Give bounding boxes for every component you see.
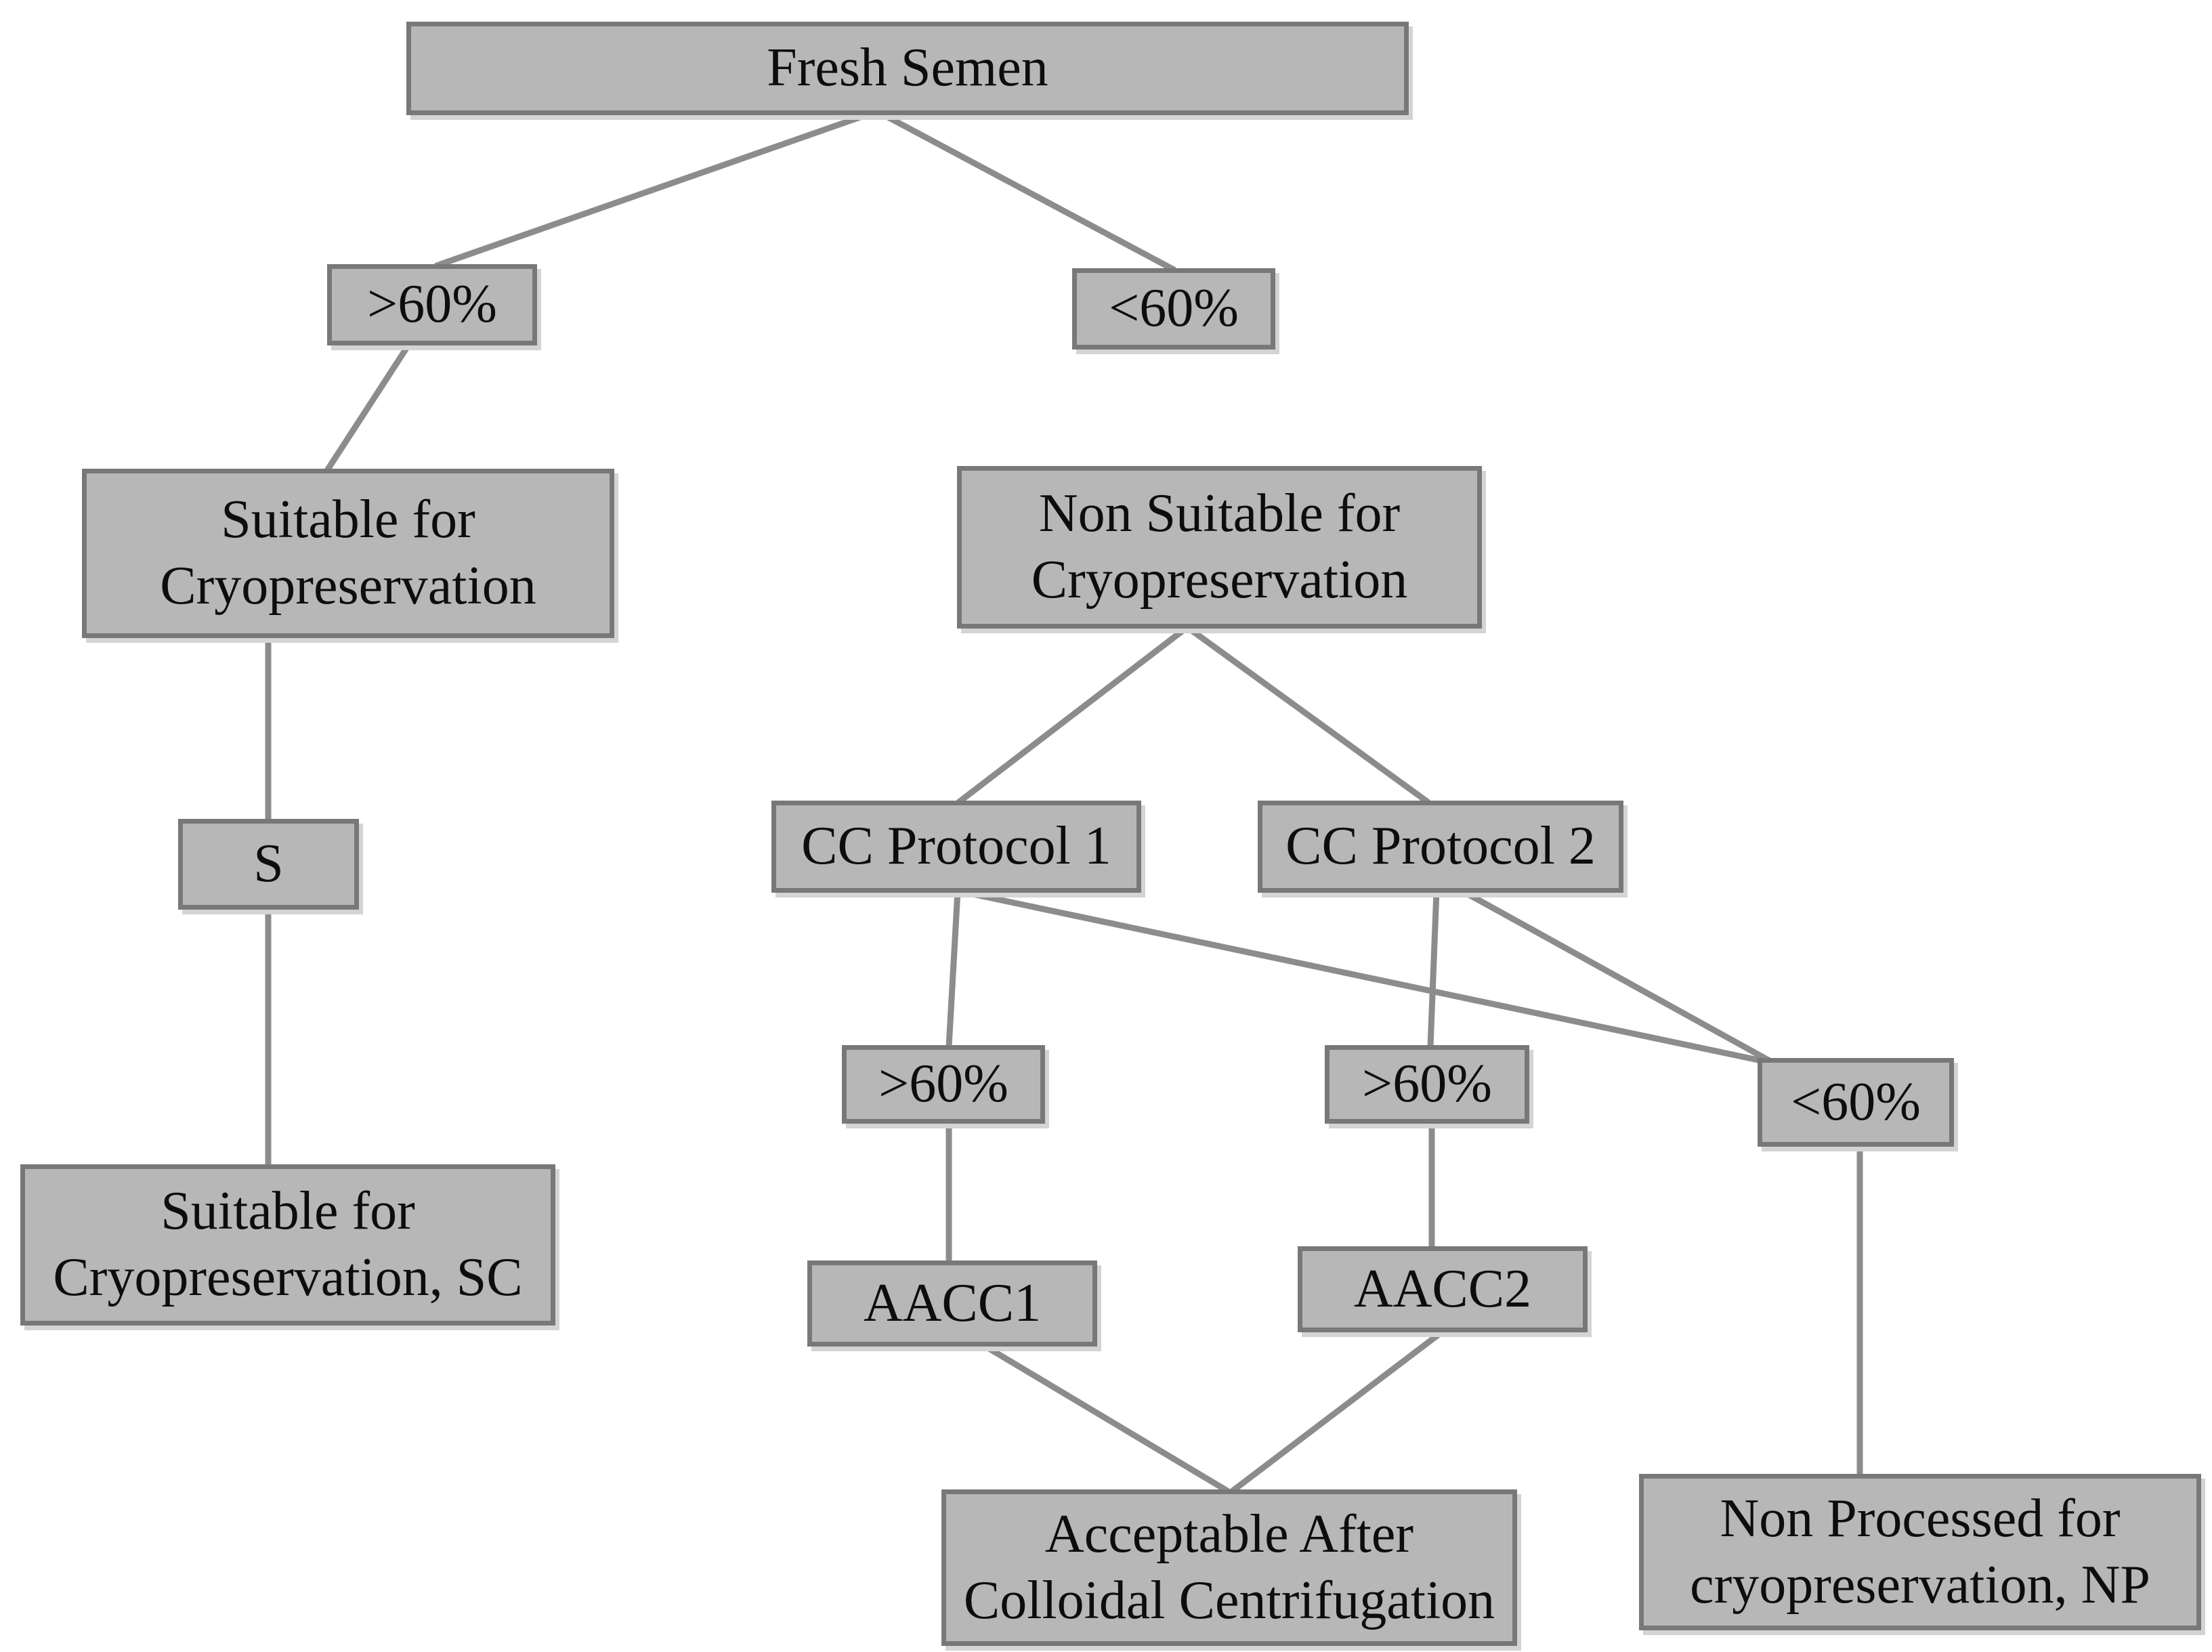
node-cc-protocol-1: CC Protocol 1 xyxy=(771,801,1141,893)
connector-non-suitable-to-cc-protocol-2 xyxy=(1184,624,1431,805)
connector-non-suitable-to-cc-protocol-1 xyxy=(956,624,1191,805)
node-aacc2: AACC2 xyxy=(1298,1246,1588,1332)
node-s: S xyxy=(178,819,359,910)
node-non-processed-for-cryopreservation-np: Non Processed for cryopreservation, NP xyxy=(1639,1474,2201,1630)
connector-aacc1-to-acceptable-acc xyxy=(980,1342,1231,1494)
connector-gt60-top-to-suitable xyxy=(323,341,412,475)
node-gt60-mid-1: >60% xyxy=(842,1045,1045,1124)
node-lt60-top: <60% xyxy=(1072,268,1275,350)
connector-fresh-semen-to-gt60-top xyxy=(433,109,877,269)
node-gt60-mid-2: >60% xyxy=(1325,1045,1529,1124)
node-lt60-mid: <60% xyxy=(1758,1058,1954,1147)
node-acceptable-after-colloidal-centrifugation: Acceptable After Colloidal Centrifugatio… xyxy=(941,1489,1517,1646)
connector-cc-protocol-2-to-gt60-mid-2 xyxy=(1427,888,1440,1050)
node-suitable-for-cryopreservation-sc: Suitable for Cryopreservation, SC xyxy=(20,1164,555,1326)
connector-cc-protocol-1-to-gt60-mid-1 xyxy=(945,888,961,1050)
node-cc-protocol-2: CC Protocol 2 xyxy=(1258,801,1623,893)
node-aacc1: AACC1 xyxy=(807,1261,1097,1347)
connector-cc-protocol-1-to-lt60-mid xyxy=(956,888,1797,1071)
connector-aacc2-to-acceptable-acc xyxy=(1229,1328,1447,1494)
connector-cc-protocol-2-to-lt60-mid xyxy=(1460,888,1802,1080)
connector-fresh-semen-to-lt60-top xyxy=(876,109,1177,273)
node-non-suitable-for-cryopreservation: Non Suitable for Cryopreservation xyxy=(957,466,1482,629)
node-fresh-semen: Fresh Semen xyxy=(406,22,1409,115)
node-suitable-for-cryopreservation: Suitable for Cryopreservation xyxy=(82,469,614,638)
node-gt60-top: >60% xyxy=(327,264,537,345)
